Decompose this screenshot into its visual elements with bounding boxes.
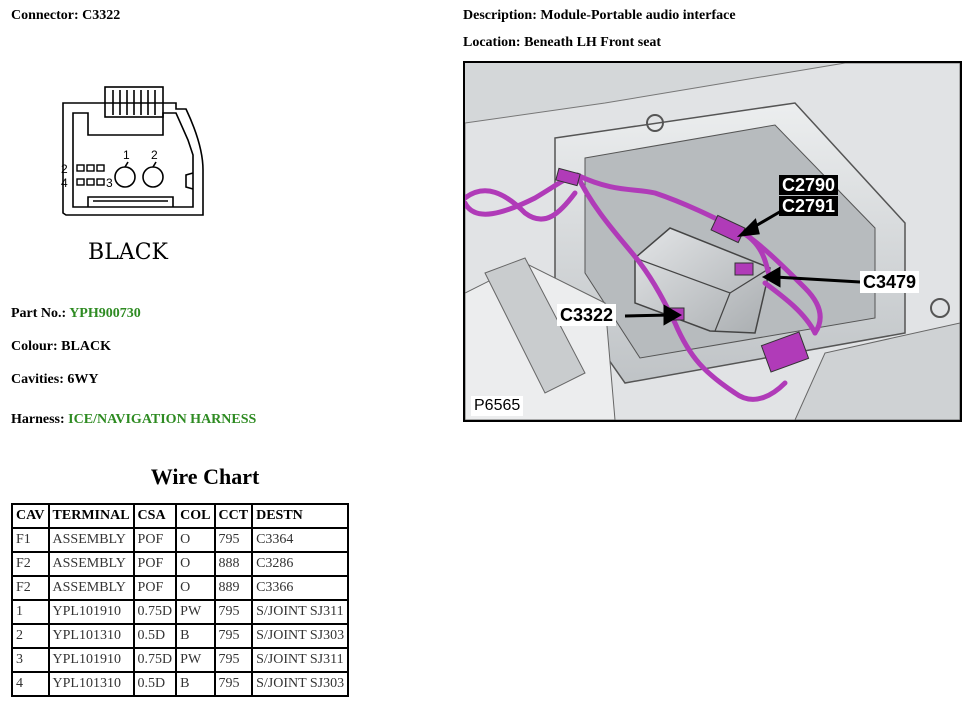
cell-col: O — [175, 527, 216, 553]
pin-label-2: 2 — [151, 148, 158, 162]
cell-destn: S/JOINT SJ303 — [251, 671, 350, 697]
pin-label-1: 1 — [123, 148, 130, 162]
cell-terminal: YPL101310 — [47, 623, 135, 649]
table-row: F2 ASSEMBLY POF O 888 C3286 — [11, 551, 350, 577]
cell-csa: POF — [132, 551, 178, 577]
figure-code: P6565 — [471, 396, 524, 416]
callout-c3322: C3322 — [557, 304, 617, 326]
cell-cct: 795 — [213, 623, 254, 649]
cell-csa: POF — [132, 575, 178, 601]
cell-terminal: YPL101910 — [47, 647, 135, 673]
table-row: 4 YPL101310 0.5D B 795 S/JOINT SJ303 — [11, 671, 350, 697]
table-row: 1 YPL101910 0.75D PW 795 S/JOINT SJ311 — [11, 599, 350, 625]
harness-value: ICE/NAVIGATION HARNESS — [68, 412, 257, 427]
cell-destn: S/JOINT SJ311 — [251, 647, 350, 673]
cell-cct: 795 — [213, 599, 254, 625]
location-field: Location: Beneath LH Front seat — [463, 35, 661, 51]
cell-cav: 2 — [11, 623, 50, 649]
table-row: 3 YPL101910 0.75D PW 795 S/JOINT SJ311 — [11, 647, 350, 673]
cavities-value: 6WY — [67, 372, 99, 387]
connector-face-diagram: 1 2 2 4 3 — [61, 86, 204, 216]
cell-csa: 0.5D — [132, 623, 178, 649]
cell-col: B — [175, 671, 216, 697]
part-no-field: Part No.: YPH900730 — [11, 306, 141, 322]
location-label: Location: — [463, 35, 521, 50]
cell-destn: S/JOINT SJ303 — [251, 623, 350, 649]
wire-chart-header-row: CAV TERMINAL CSA COL CCT DESTN — [11, 503, 350, 529]
cell-terminal: ASSEMBLY — [47, 527, 135, 553]
table-row: F1 ASSEMBLY POF O 795 C3364 — [11, 527, 350, 553]
part-no-label: Part No.: — [11, 306, 67, 321]
cell-destn: S/JOINT SJ311 — [251, 599, 350, 625]
cavities-field: Cavities: 6WY — [11, 372, 99, 388]
cell-cav: 3 — [11, 647, 50, 673]
cell-csa: 0.75D — [132, 647, 178, 673]
table-row: F2 ASSEMBLY POF O 889 C3366 — [11, 575, 350, 601]
cell-terminal: YPL101910 — [47, 599, 135, 625]
cell-destn: C3286 — [251, 551, 350, 577]
cell-cct: 889 — [213, 575, 254, 601]
cell-col: PW — [175, 599, 216, 625]
cell-destn: C3366 — [251, 575, 350, 601]
header-cav: CAV — [11, 503, 50, 529]
pin-label-3: 3 — [106, 176, 113, 190]
header-csa: CSA — [132, 503, 178, 529]
description-label: Description: — [463, 8, 537, 23]
cell-csa: POF — [132, 527, 178, 553]
colour-field: Colour: BLACK — [11, 339, 111, 355]
cell-cav: 4 — [11, 671, 50, 697]
cell-terminal: YPL101310 — [47, 671, 135, 697]
header-destn: DESTN — [251, 503, 350, 529]
header-terminal: TERMINAL — [47, 503, 135, 529]
description-value: Module-Portable audio interface — [540, 8, 736, 23]
location-photo: C2790 C2791 C3479 C3322 P6565 — [463, 61, 962, 422]
cell-cct: 795 — [213, 671, 254, 697]
header-cct: CCT — [213, 503, 254, 529]
connector-colour-caption: BLACK — [88, 240, 168, 265]
wire-chart-table: CAV TERMINAL CSA COL CCT DESTN F1 ASSEMB… — [11, 503, 350, 697]
cell-cav: F2 — [11, 551, 50, 577]
callout-c2790: C2790 — [779, 175, 839, 195]
wire-chart-title: Wire Chart — [150, 464, 260, 489]
harness-label: Harness: — [11, 412, 65, 427]
pin-label-4: 4 — [61, 176, 68, 190]
cell-terminal: ASSEMBLY — [47, 575, 135, 601]
cell-cav: 1 — [11, 599, 50, 625]
description-field: Description: Module-Portable audio inter… — [463, 8, 736, 24]
location-value: Beneath LH Front seat — [524, 35, 662, 50]
connector-label: Connector: — [11, 8, 79, 23]
colour-value: BLACK — [61, 339, 111, 354]
cell-col: O — [175, 551, 216, 577]
cell-cav: F2 — [11, 575, 50, 601]
location-illustration — [465, 63, 960, 420]
cell-csa: 0.5D — [132, 671, 178, 697]
cell-col: O — [175, 575, 216, 601]
cell-terminal: ASSEMBLY — [47, 551, 135, 577]
cell-col: PW — [175, 647, 216, 673]
cavities-label: Cavities: — [11, 372, 64, 387]
callout-c2791: C2791 — [779, 196, 839, 216]
colour-label: Colour: — [11, 339, 58, 354]
cell-cct: 795 — [213, 647, 254, 673]
cell-cav: F1 — [11, 527, 50, 553]
cell-col: B — [175, 623, 216, 649]
connector-value: C3322 — [82, 8, 121, 23]
cell-destn: C3364 — [251, 527, 350, 553]
table-row: 2 YPL101310 0.5D B 795 S/JOINT SJ303 — [11, 623, 350, 649]
cell-cct: 888 — [213, 551, 254, 577]
part-no-value: YPH900730 — [69, 306, 141, 321]
callout-c3479: C3479 — [860, 271, 920, 293]
header-col: COL — [175, 503, 216, 529]
cell-cct: 795 — [213, 527, 254, 553]
cell-csa: 0.75D — [132, 599, 178, 625]
pin-label-2-left: 2 — [61, 162, 68, 176]
harness-field: Harness: ICE/NAVIGATION HARNESS — [11, 412, 256, 428]
connector-field: Connector: C3322 — [11, 8, 120, 24]
